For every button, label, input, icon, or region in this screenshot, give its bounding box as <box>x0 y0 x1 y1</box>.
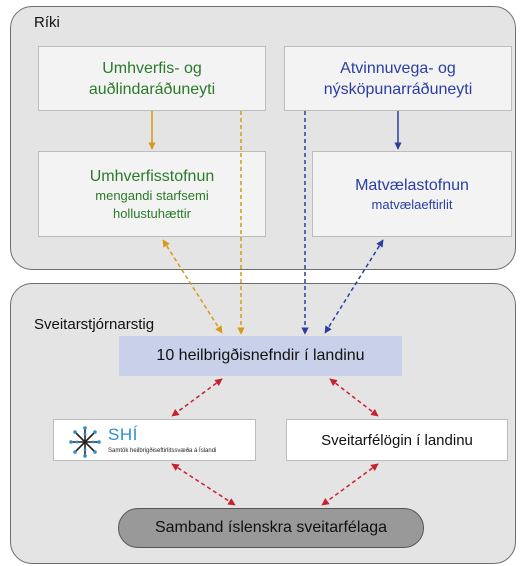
arrow-municipalities-association <box>321 463 379 506</box>
env-agency-sub1: mengandi starfsemi <box>95 187 209 203</box>
arrow-shi-association <box>171 463 236 506</box>
arrow-committees-municipalities <box>329 378 379 417</box>
industry-ministry-box: Atvinnuvega- og nýsköpunarráðuneyti <box>284 46 512 111</box>
food-agency-title: Matvælastofnun <box>355 176 469 194</box>
state-region-label: Ríki <box>34 14 60 31</box>
env-agency-box: Umhverfisstofnun mengandi starfsemi holl… <box>38 151 266 237</box>
food-agency-sub1: matvælaeftirlit <box>371 196 453 212</box>
env-agency-sub2: hollustuhættir <box>112 205 192 221</box>
association-box: Samband íslenskra sveitarfélaga <box>118 508 424 548</box>
arrow-committees-shi <box>171 378 223 417</box>
shi-name: SHÍ <box>108 425 138 444</box>
env-ministry-line1: Umhverfis- og <box>102 59 202 77</box>
shi-logo-icon <box>69 426 101 458</box>
arrow-food-agency-committees <box>324 239 384 334</box>
shi-box: SHÍ Samtök heilbrigðiseftirlitssvæða á Í… <box>53 419 256 461</box>
food-agency-box: Matvælastofnun matvælaeftirlit <box>312 151 512 237</box>
env-agency-title: Umhverfisstofnun <box>89 167 215 185</box>
municipalities-box: Sveitarfélögin í landinu <box>286 419 508 461</box>
shi-full-name: Samtök heilbrigðiseftirlitssvæða á Íslan… <box>108 448 217 454</box>
arrow-env-agency-committees <box>162 239 223 334</box>
municipal-region-label: Sveitarstjórnarstig <box>34 316 155 333</box>
env-ministry-box: Umhverfis- og auðlindaráðuneyti <box>38 46 266 111</box>
env-ministry-line2: auðlindaráðuneyti <box>88 80 216 98</box>
health-committees-box: 10 heilbrigðisnefndir í landinu <box>119 336 402 376</box>
industry-ministry-line2: nýsköpunarráðuneyti <box>323 80 473 98</box>
industry-ministry-line1: Atvinnuvega- og <box>340 59 456 77</box>
